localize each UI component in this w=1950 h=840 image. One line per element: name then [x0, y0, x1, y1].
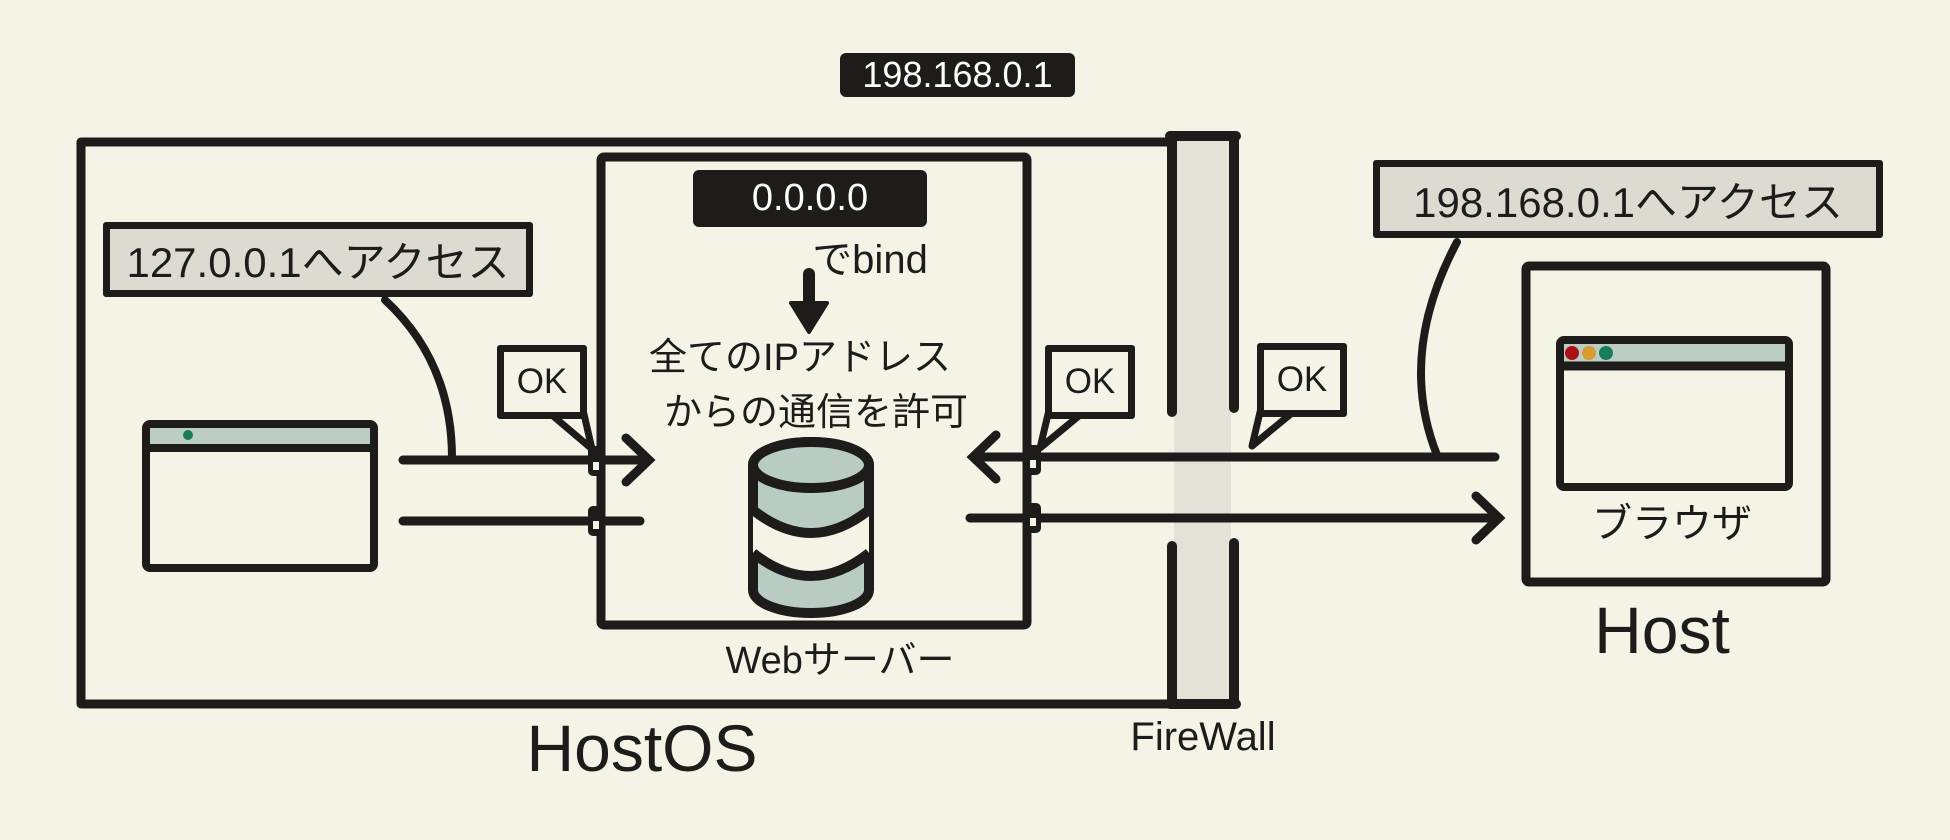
hostos-box	[76, 137, 1177, 709]
host-box	[1521, 261, 1831, 587]
browser-caption: ブラウザ	[1592, 502, 1752, 546]
database-icon	[748, 437, 874, 618]
port-markers	[588, 445, 1041, 536]
remote-response-arrowhead	[1471, 491, 1506, 545]
local-access-note: 127.0.0.1へアクセス	[103, 222, 533, 297]
hostos-title: HostOS	[526, 711, 758, 785]
webserver-caption: Webサーバー	[725, 639, 955, 682]
ok-badge-server: OK	[1045, 345, 1135, 419]
local-request-arrowhead	[621, 433, 656, 487]
browser-dot-yellow-icon	[1582, 346, 1596, 360]
local-browser-icon	[142, 420, 378, 572]
firewall-bar	[1174, 132, 1231, 705]
top-ip-chip: 198.168.0.1	[840, 53, 1075, 97]
remote-access-note: 198.168.0.1へアクセス	[1373, 160, 1883, 238]
firewall-border	[1165, 131, 1241, 709]
webserver-box	[596, 152, 1032, 630]
ok-badge-local: OK	[497, 345, 587, 419]
allow-line2-label: からの通信を許可	[663, 391, 968, 434]
remote-browser-icon	[1556, 336, 1793, 491]
local-browser-dot-icon	[183, 430, 193, 440]
bind-ip-chip: 0.0.0.0	[693, 170, 927, 227]
remote-access-connector	[1417, 238, 1461, 459]
firewall-caption: FireWall	[1130, 714, 1276, 759]
local-access-connector	[381, 296, 456, 462]
bind-suffix-label: でbind	[812, 238, 928, 282]
remote-request-arrowhead	[966, 430, 1001, 484]
browser-dot-red-icon	[1565, 346, 1579, 360]
browser-dot-green-icon	[1599, 346, 1613, 360]
host-title: Host	[1594, 593, 1730, 667]
allow-line1-label: 全てのIPアドレス	[649, 336, 951, 379]
ok-badge-firewall: OK	[1257, 343, 1347, 417]
bind-down-arrow-icon	[789, 268, 829, 334]
